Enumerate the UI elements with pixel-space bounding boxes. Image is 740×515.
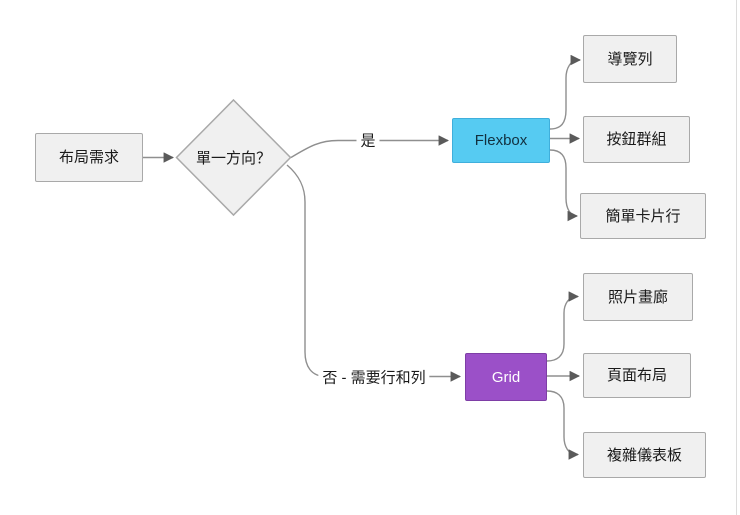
yes-edge-label: 是 (356, 129, 380, 151)
target-page-layout-label: 頁面布局 (606, 367, 667, 384)
start-node: 布局需求 (35, 133, 143, 182)
edge-flexbox-card-row (549, 149, 579, 222)
target-card-row-node: 簡單卡片行 (580, 193, 706, 239)
edge-grid-dashboard (546, 390, 580, 460)
decision-diamond-shape (175, 98, 292, 217)
decision-node-label: 單一方向？ (195, 150, 271, 167)
edge-grid-photo-gallery (546, 291, 580, 362)
target-photo-gallery-label: 照片畫廊 (607, 288, 668, 306)
target-photo-gallery-node: 照片畫廊 (583, 273, 693, 321)
target-page-layout-node: 頁面布局 (583, 353, 691, 398)
target-navbar-node: 導覽列 (583, 35, 677, 83)
right-edge-divider (736, 0, 737, 515)
target-button-group-node: 按鈕群組 (583, 116, 690, 163)
edge-flexbox-navbar (549, 54, 582, 130)
target-card-row-label: 簡單卡片行 (605, 207, 681, 225)
flexbox-node-label: Flexbox (474, 132, 528, 149)
target-dashboard-node: 複雜儀表板 (583, 432, 706, 478)
grid-node-label: Grid (491, 368, 521, 386)
grid-node: Grid (465, 353, 547, 401)
target-button-group-label: 按鈕群組 (606, 131, 667, 148)
flexbox-node: Flexbox (452, 118, 550, 163)
edge-decision-flexbox (290, 135, 450, 159)
target-navbar-label: 導覽列 (607, 50, 653, 68)
edge-decision-grid (286, 164, 462, 382)
target-dashboard-label: 複雜儀表板 (606, 446, 682, 464)
start-node-label: 布局需求 (58, 149, 119, 166)
decision-node: 單一方向？ (176, 100, 291, 215)
no-edge-label: 否 - 需要行和列 (318, 366, 430, 388)
